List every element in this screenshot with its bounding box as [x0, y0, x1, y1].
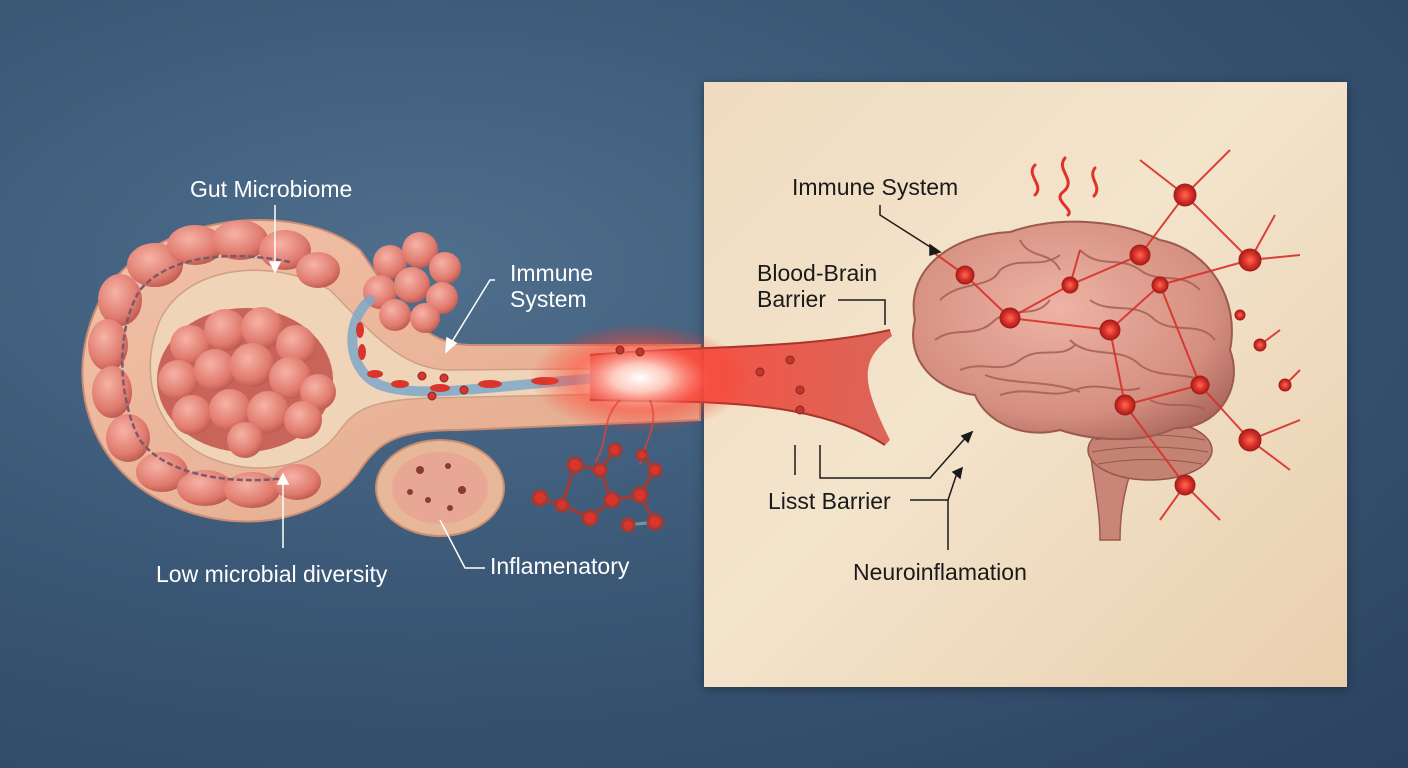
- leader-lines-dark: [794, 205, 974, 550]
- inflammation-glow: [530, 323, 750, 433]
- gut-illustration: [81, 219, 701, 537]
- neurons: [955, 183, 1292, 496]
- inflamenatory-label: Inflamenatory: [490, 553, 630, 579]
- inflammation-squiggles: [1030, 156, 1099, 217]
- gut-brain-vessel: [530, 323, 892, 466]
- gut-microbiome-label: Gut Microbiome: [190, 176, 353, 202]
- gyri: [934, 239, 1216, 411]
- leader-lines: [268, 205, 495, 569]
- cerebrum: [912, 220, 1235, 441]
- inflammatory-molecules: [531, 442, 664, 533]
- immune-system-left-label: Immune System: [510, 260, 594, 312]
- neuroinflamation-label: Neuroinflamation: [853, 559, 1027, 585]
- brain-illustration: [912, 149, 1301, 541]
- low-microbial-diversity-label: Low microbial diversity: [156, 561, 388, 587]
- central-lobules: [157, 307, 336, 458]
- mesenteric-vessel: [121, 254, 291, 482]
- blue-vessel: [347, 295, 605, 397]
- lisst-barrier-label: Lisst Barrier: [768, 488, 891, 514]
- immune-system-right-label: Immune System: [792, 174, 959, 200]
- blood-brain-barrier-label: Blood-Brain Barrier: [757, 260, 878, 312]
- small-molecules: [417, 371, 469, 401]
